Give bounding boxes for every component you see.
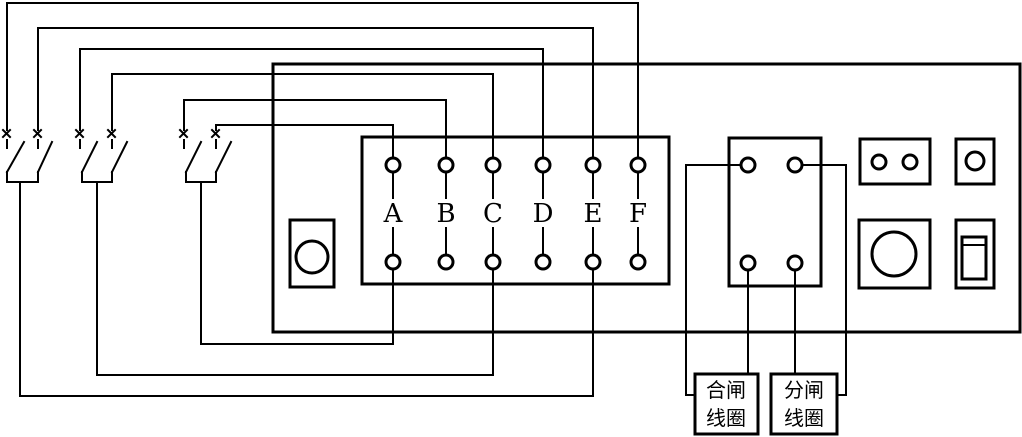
double-socket-right	[901, 153, 919, 171]
switch-group	[1, 128, 233, 183]
terminal-a-bottom	[384, 253, 402, 271]
terminal-label-e: E	[584, 199, 603, 229]
device-panel	[271, 62, 1022, 334]
double-socket-frame	[858, 137, 932, 186]
opening-coil-label-line1: 分闸	[784, 378, 824, 402]
toggle-switch-frame	[954, 218, 996, 290]
terminal-f-bottom	[629, 253, 647, 271]
terminal-columns	[384, 156, 647, 271]
closing-coil-label-line2: 线圈	[706, 406, 746, 430]
opening-coil-label-line2: 线圈	[784, 406, 824, 430]
lower-wiring	[19, 181, 594, 397]
toggle-switch-lever	[960, 235, 988, 281]
double-socket-left	[870, 153, 888, 171]
terminal-label-f: F	[629, 199, 647, 229]
terminal-label-b: B	[436, 199, 455, 229]
coil-terminal-top-right	[786, 156, 804, 174]
terminal-c-top	[484, 156, 502, 174]
coil-terminal-top-left	[739, 156, 757, 174]
terminal-d-bottom	[534, 253, 552, 271]
left-knob	[294, 239, 330, 275]
indicator-lamp	[964, 150, 986, 172]
terminal-block	[360, 135, 671, 286]
coil-wiring	[685, 164, 847, 396]
terminal-e-top	[584, 156, 602, 174]
closing-coil-label-line1: 合闸	[706, 378, 746, 402]
terminal-f-top	[629, 156, 647, 174]
terminal-d-top	[534, 156, 552, 174]
large-knob-frame	[857, 218, 932, 290]
opening-coil-box	[769, 372, 839, 436]
coil-terminal-block	[727, 136, 823, 288]
terminal-c-bottom	[484, 253, 502, 271]
coil-terminal-bottom-right	[786, 254, 804, 272]
left-knob-frame	[288, 218, 336, 289]
terminal-label-a: A	[383, 199, 404, 229]
terminal-label-d: D	[533, 199, 554, 229]
closing-coil-box	[693, 372, 760, 436]
indicator-frame	[954, 137, 996, 186]
upper-wiring	[6, 2, 639, 159]
coil-terminal-bottom-left	[739, 254, 757, 272]
terminal-a-top	[384, 156, 402, 174]
terminal-b-top	[437, 156, 455, 174]
terminal-e-bottom	[584, 253, 602, 271]
large-knob	[870, 230, 918, 278]
terminal-label-c: C	[483, 199, 503, 229]
terminal-b-bottom	[437, 253, 455, 271]
